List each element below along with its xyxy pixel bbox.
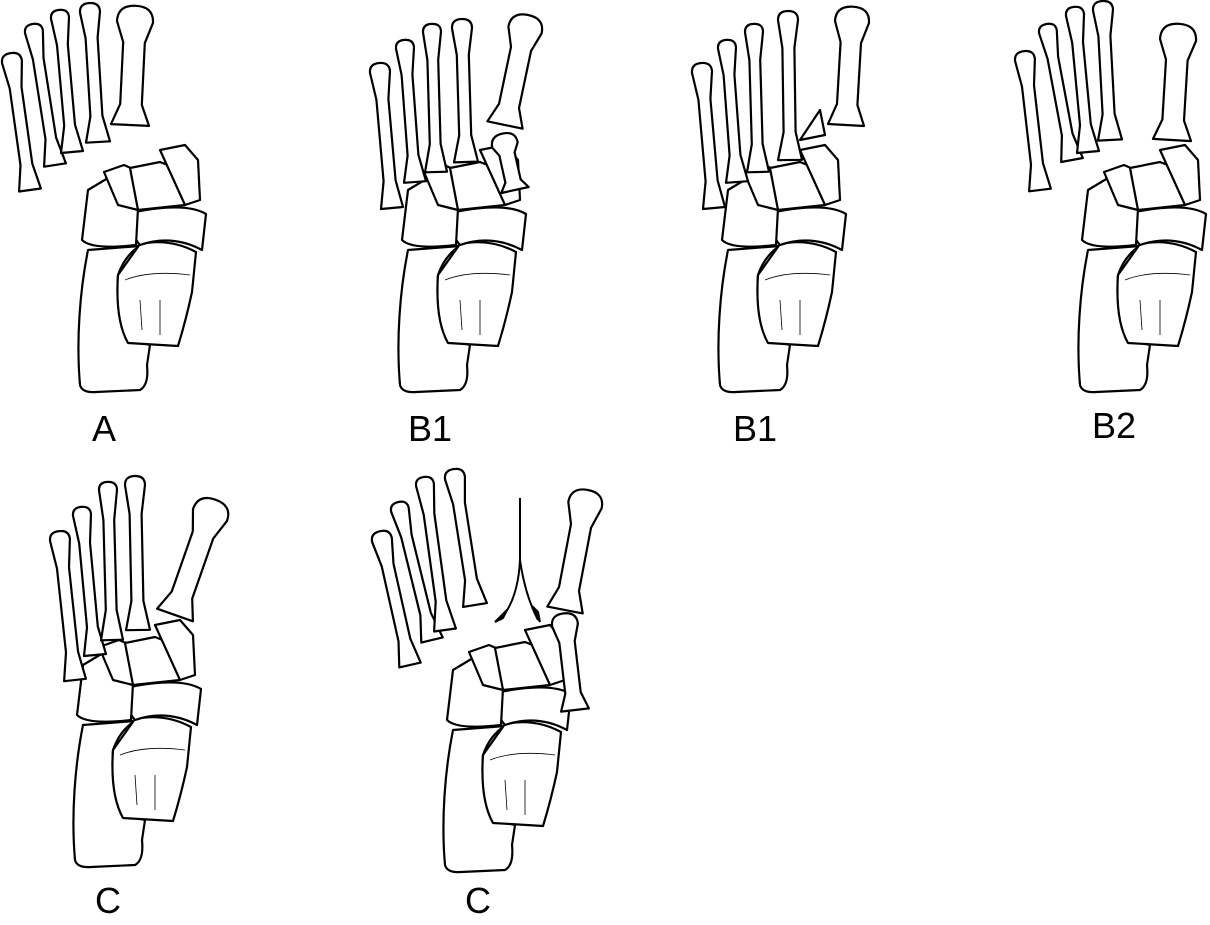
metatarsal-bone xyxy=(1091,0,1124,142)
metatarsal-bone xyxy=(414,475,457,633)
metatarsal-bone xyxy=(97,480,125,642)
metatarsal-bone xyxy=(490,131,530,195)
metatarsal-bone xyxy=(716,38,750,184)
metatarsal-bone xyxy=(550,612,590,713)
metatarsal-bone xyxy=(826,5,871,128)
metatarsal-bone xyxy=(156,496,230,623)
metatarsal-bone xyxy=(776,9,804,162)
metatarsal-bone xyxy=(443,467,488,608)
hindfoot-bones xyxy=(1077,143,1208,394)
metatarsal-bone xyxy=(450,17,480,164)
metatarsal-bone xyxy=(78,1,112,144)
metatarsal-bone xyxy=(690,61,727,211)
foot-b1 xyxy=(368,13,544,394)
panel-label-b1-second: B1 xyxy=(733,408,778,449)
foot-a xyxy=(0,1,208,394)
hindfoot-bones xyxy=(72,618,203,869)
foot-b1-fracture xyxy=(690,5,871,394)
hindfoot-bones xyxy=(77,143,208,394)
panel-label-c: C xyxy=(95,880,121,921)
panel-label-b2: B2 xyxy=(1092,405,1137,446)
foot-c-divergent xyxy=(370,467,604,874)
annotation xyxy=(798,108,827,142)
panel-label-a: A xyxy=(92,408,117,449)
metatarsal-bone xyxy=(109,4,155,127)
foot-c xyxy=(48,474,230,869)
metatarsal-bone xyxy=(48,529,87,683)
metatarsal-bone xyxy=(368,61,405,211)
metatarsal-bone xyxy=(546,488,604,615)
metatarsal-bone xyxy=(743,22,771,174)
metatarsal-bone xyxy=(394,38,428,184)
annotation xyxy=(494,498,541,623)
metatarsal-bone xyxy=(0,51,42,193)
metatarsal-bone xyxy=(421,22,449,174)
hindfoot-bones xyxy=(442,623,573,874)
foot-b2 xyxy=(1013,0,1208,394)
metatarsal-bone xyxy=(1151,22,1198,143)
panel-label-c-second: C xyxy=(465,880,491,921)
metatarsal-bone xyxy=(1064,5,1101,155)
metatarsal-bone xyxy=(370,529,422,669)
metatarsal-bone xyxy=(123,474,152,632)
metatarsal-bone xyxy=(1013,49,1052,193)
metatarsal-bone xyxy=(49,8,85,155)
panel-label-b1: B1 xyxy=(408,408,453,449)
metatarsal-bone xyxy=(486,13,544,130)
